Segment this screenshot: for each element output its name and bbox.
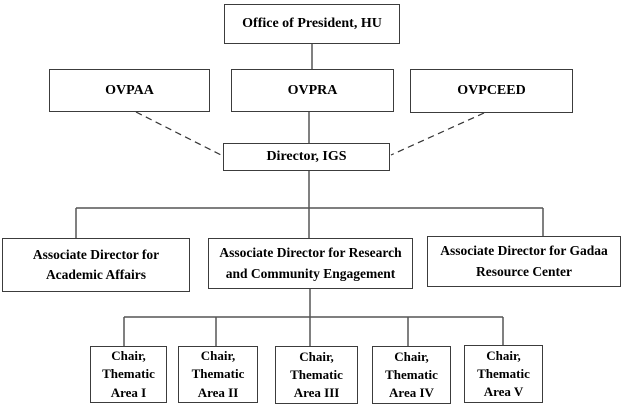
node-office-of-president: Office of President, HU (224, 4, 400, 44)
node-label-line: Thematic (477, 365, 530, 381)
node-label-line: Chair, (200, 348, 236, 364)
node-ovpaa: OVPAA (49, 69, 210, 112)
node-label: Associate Director for Academic Affairs (33, 245, 159, 286)
node-director-igs: Director, IGS (223, 143, 390, 171)
node-label: Associate Director for Gadaa Resource Ce… (440, 241, 608, 282)
node-label: OVPRA (288, 82, 338, 100)
node-label: Office of President, HU (242, 15, 382, 33)
node-label: Chair, Thematic Area IV (385, 348, 438, 403)
edge-ovpaa-director-dashed (135, 111, 224, 157)
node-label: Chair, Thematic Area III (290, 348, 343, 403)
node-label-line: Area V (483, 384, 524, 400)
node-label-line: Thematic (290, 366, 343, 382)
node-label-line: OVPAA (105, 82, 154, 98)
node-chair-thematic-area-1: Chair, Thematic Area I (90, 346, 167, 403)
node-label-line: Area IV (389, 385, 434, 401)
node-label-line: and Community Engagement (225, 265, 396, 281)
node-label-line: Area I (110, 384, 147, 400)
node-label-line: Associate Director for (32, 246, 160, 262)
node-label-line: Chair, (486, 347, 521, 363)
node-label-line: Office of President, HU (242, 16, 382, 32)
edge-ovpceed-director-dashed (390, 112, 485, 156)
node-assoc-director-academic-affairs: Associate Director for Academic Affairs (2, 238, 190, 292)
node-label-line: Resource Center (475, 263, 573, 279)
node-chair-thematic-area-2: Chair, Thematic Area II (178, 346, 258, 403)
node-label-line: Associate Director for Gadaa (440, 243, 608, 259)
node-label-line: Associate Director for Research (219, 245, 402, 261)
node-label-line: Thematic (191, 366, 245, 382)
node-label: Associate Director for Research and Comm… (219, 243, 401, 284)
node-ovpra: OVPRA (231, 69, 394, 112)
node-label: Chair, Thematic Area II (192, 347, 245, 402)
node-assoc-director-research-community: Associate Director for Research and Comm… (208, 238, 413, 289)
node-label: Director, IGS (266, 148, 346, 166)
node-label: OVPCEED (457, 82, 525, 100)
node-chair-thematic-area-5: Chair, Thematic Area V (464, 345, 543, 403)
node-label-line: OVPCEED (457, 83, 526, 99)
node-chair-thematic-area-4: Chair, Thematic Area IV (372, 346, 451, 404)
node-label: OVPAA (105, 82, 154, 100)
node-label-line: Thematic (102, 366, 155, 382)
node-chair-thematic-area-3: Chair, Thematic Area III (275, 346, 358, 404)
node-label: Chair, Thematic Area I (102, 347, 155, 402)
node-label-line: Area II (197, 384, 239, 400)
node-label-line: Thematic (385, 366, 438, 382)
node-label-line: Chair, (394, 348, 429, 364)
node-label-line: Director, IGS (266, 149, 347, 165)
node-label: Chair, Thematic Area V (477, 347, 530, 402)
node-ovpceed: OVPCEED (410, 69, 573, 113)
node-label-line: OVPRA (287, 82, 338, 98)
node-label-line: Academic Affairs (45, 267, 147, 282)
node-label-line: Area III (293, 385, 340, 401)
node-assoc-director-gadaa-resource: Associate Director for Gadaa Resource Ce… (427, 236, 621, 287)
node-label-line: Chair, (111, 348, 146, 364)
node-label-line: Chair, (299, 348, 334, 364)
